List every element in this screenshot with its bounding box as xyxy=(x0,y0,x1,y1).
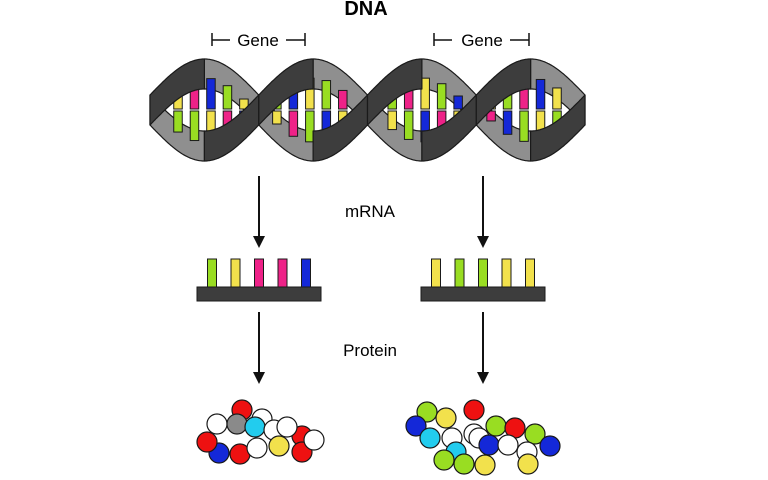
mrna-base xyxy=(454,258,465,288)
mrna-base xyxy=(525,258,535,288)
backbone-strand-front xyxy=(421,94,477,162)
mrna-strand-left xyxy=(196,258,322,302)
mrna-base xyxy=(254,258,264,288)
amino-acid-bead xyxy=(416,401,438,423)
dna-base xyxy=(305,110,315,143)
amino-acid-bead xyxy=(433,449,455,471)
dna-base xyxy=(321,80,332,110)
dna-base xyxy=(552,87,562,110)
dna-base xyxy=(436,83,447,110)
mrna-base xyxy=(230,258,241,288)
mrna-base xyxy=(478,258,488,288)
arrow-mrna-to-protein-left xyxy=(253,312,265,384)
amino-acid-bead xyxy=(303,429,325,451)
dna-base xyxy=(519,110,529,142)
dna-base xyxy=(403,110,414,140)
gene-label-right: Gene xyxy=(461,31,503,50)
backbone-strand-front xyxy=(529,94,586,162)
amino-acid-bead xyxy=(405,415,427,437)
amino-acid-bead xyxy=(226,413,248,435)
diagram-title: DNA xyxy=(344,0,387,20)
dna-base xyxy=(189,110,200,142)
amino-acid-bead xyxy=(196,431,218,453)
gene-marker-left: Gene xyxy=(211,31,306,50)
mrna-base xyxy=(207,258,217,288)
amino-acid-bead xyxy=(463,399,485,421)
arrow-dna-to-mrna-right xyxy=(477,176,489,248)
protein-stage-label: Protein xyxy=(343,341,397,360)
mrna-base xyxy=(501,258,512,288)
arrow-mrna-to-protein-right xyxy=(477,312,489,384)
amino-acid-bead xyxy=(453,453,475,475)
dna-base xyxy=(502,110,513,135)
gene-marker-right: Gene xyxy=(433,31,530,50)
amino-acid-bead xyxy=(276,416,298,438)
amino-acid-bead xyxy=(539,435,561,457)
dna-base xyxy=(272,110,282,125)
amino-acid-bead xyxy=(244,416,266,438)
amino-acid-bead xyxy=(517,453,539,475)
amino-acid-bead xyxy=(419,427,441,449)
mrna-base xyxy=(301,258,311,288)
amino-acid-bead xyxy=(524,423,546,445)
mrna-base xyxy=(277,258,288,288)
arrow-dna-to-mrna-left xyxy=(253,176,265,248)
dna-base xyxy=(338,89,348,110)
backbone-strand-front xyxy=(366,58,423,126)
gene-label-left: Gene xyxy=(237,31,279,50)
dna-base xyxy=(535,78,546,110)
protein-right xyxy=(405,399,561,476)
amino-acid-bead xyxy=(478,434,500,456)
amino-acid-bead xyxy=(497,434,519,456)
dna-base xyxy=(387,110,397,131)
dna-base xyxy=(206,78,216,110)
backbone-strand-front xyxy=(258,58,314,126)
amino-acid-bead xyxy=(206,413,228,435)
dna-base xyxy=(239,98,249,110)
amino-acid-bead xyxy=(246,437,268,459)
mrna-backbone xyxy=(420,286,546,302)
protein-left xyxy=(196,399,325,465)
dna-base xyxy=(453,95,463,110)
dna-double-helix xyxy=(149,58,586,162)
amino-acid-bead xyxy=(435,407,457,429)
amino-acid-bead xyxy=(268,435,290,457)
amino-acid-bead xyxy=(485,415,507,437)
backbone-strand-front xyxy=(149,58,205,126)
mrna-strand-right xyxy=(420,258,546,302)
dna-base xyxy=(420,77,430,110)
dna-base xyxy=(222,85,233,110)
mrna-backbone xyxy=(196,286,322,302)
backbone-strand-front xyxy=(475,58,532,126)
mrna-base xyxy=(431,258,441,288)
dna-base xyxy=(486,110,496,122)
amino-acid-bead xyxy=(474,454,496,476)
dna-base xyxy=(173,110,183,133)
dna-base xyxy=(288,110,299,137)
mrna-stage-label: mRNA xyxy=(345,202,396,221)
